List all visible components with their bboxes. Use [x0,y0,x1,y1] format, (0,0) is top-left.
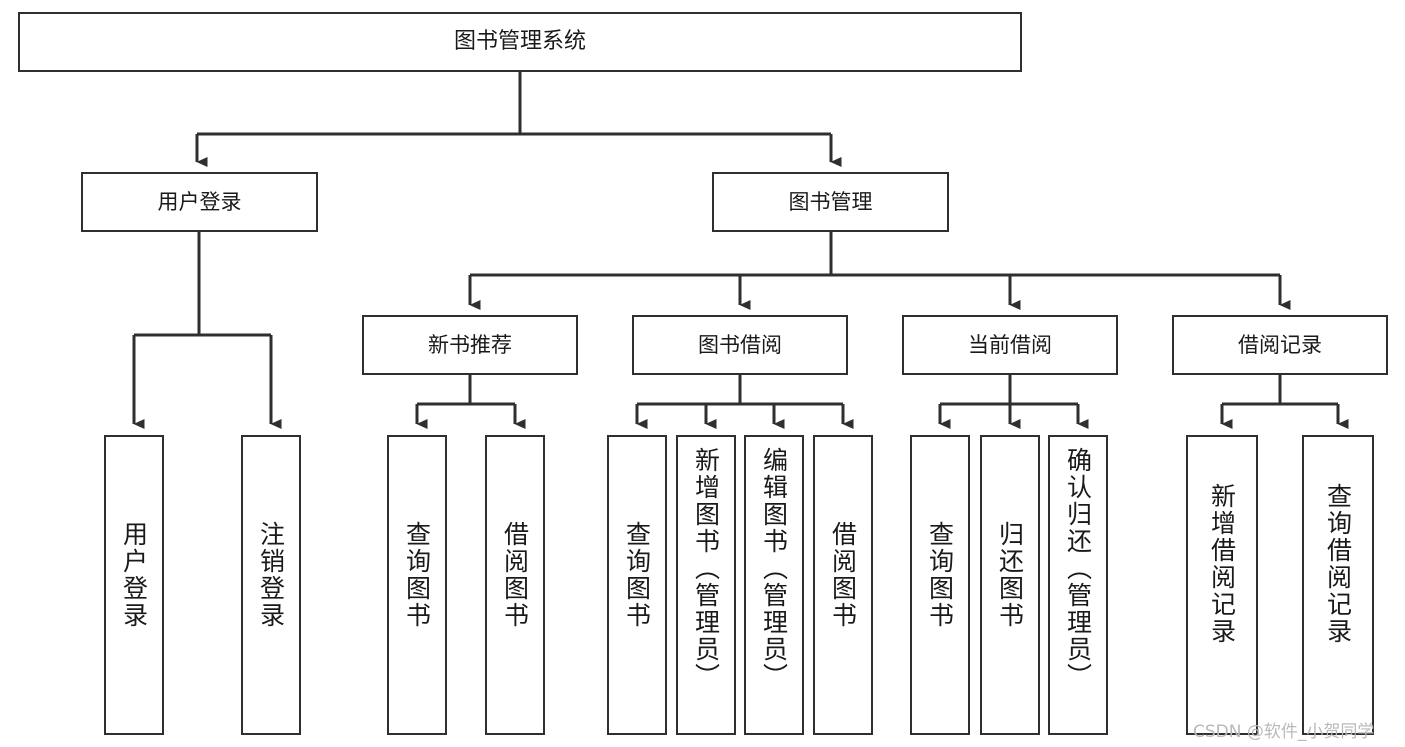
node-label: 新增借阅记录 [1207,483,1237,645]
node-label: 新书推荐 [428,332,512,357]
node-user-login[interactable]: 用户登录 [81,172,318,232]
node-label: 图书借阅 [698,332,782,357]
node-label: 借阅图书 [500,521,530,629]
node-borrow-record[interactable]: 借阅记录 [1172,315,1388,375]
node-label: 用户登录 [119,521,149,629]
node-leaf-user-login[interactable]: 用户登录 [104,435,164,735]
node-leaf-query-book-borrow[interactable]: 查询图书 [607,435,667,735]
node-book-management[interactable]: 图书管理 [712,172,949,232]
node-book-borrow[interactable]: 图书借阅 [632,315,848,375]
node-label: 查询图书 [925,521,955,629]
node-label: 编辑图书（管理员） [759,447,789,690]
node-label: 用户登录 [157,189,242,214]
node-label: 注销登录 [256,521,286,629]
node-label: 借阅记录 [1238,332,1322,357]
node-root-book-management-system[interactable]: 图书管理系统 [18,12,1022,72]
node-leaf-add-borrow-record[interactable]: 新增借阅记录 [1186,435,1258,735]
node-label: 图书管理系统 [453,29,586,55]
node-label: 借阅图书 [828,521,858,629]
node-label: 新增图书（管理员） [691,447,721,690]
node-leaf-return-book[interactable]: 归还图书 [980,435,1040,735]
node-label: 图书管理 [788,189,873,214]
node-label: 查询借阅记录 [1323,483,1353,645]
node-new-book-recommend[interactable]: 新书推荐 [362,315,578,375]
node-current-borrow[interactable]: 当前借阅 [902,315,1118,375]
node-leaf-query-book-recommend[interactable]: 查询图书 [387,435,447,735]
csdn-watermark: CSDN @软件_小贺同学 [1193,722,1375,742]
node-leaf-add-book-admin[interactable]: 新增图书（管理员） [676,435,736,735]
node-leaf-borrow-book[interactable]: 借阅图书 [813,435,873,735]
node-label: 当前借阅 [968,332,1052,357]
node-leaf-edit-book-admin[interactable]: 编辑图书（管理员） [744,435,804,735]
node-label: 查询图书 [402,521,432,629]
node-leaf-query-book-current[interactable]: 查询图书 [910,435,970,735]
node-leaf-borrow-book-recommend[interactable]: 借阅图书 [485,435,545,735]
node-leaf-confirm-return-admin[interactable]: 确认归还（管理员） [1048,435,1108,735]
node-label: 归还图书 [995,521,1025,629]
node-leaf-query-borrow-record[interactable]: 查询借阅记录 [1302,435,1374,735]
node-label: 查询图书 [622,521,652,629]
node-leaf-logout[interactable]: 注销登录 [241,435,301,735]
node-label: 确认归还（管理员） [1063,447,1093,690]
